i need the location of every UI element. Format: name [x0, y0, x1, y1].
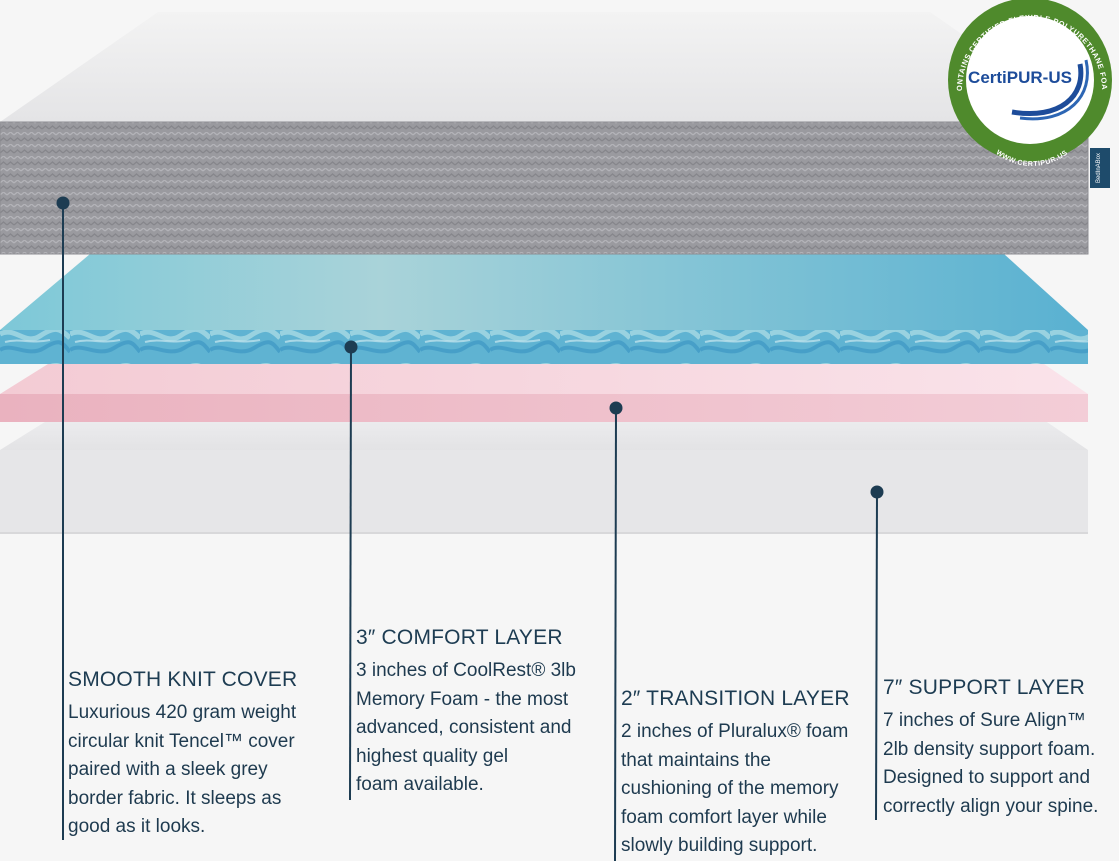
callout-transition-line: foam comfort layer while: [621, 806, 827, 828]
callout-comfort-line: foam available.: [356, 774, 484, 796]
callout-support-line: 2lb density support foam.: [883, 738, 1096, 760]
transition-layer: [0, 364, 1088, 422]
callout-support-line: 7 inches of Sure Align™: [883, 710, 1086, 731]
callout-transition-pointer: [609, 401, 623, 861]
callout-transition-line: cushioning of the memory: [621, 778, 839, 800]
callout-transition-line: 2 inches of Pluralux® foam: [621, 721, 849, 742]
callout-comfort-line: Memory Foam - the most: [356, 688, 569, 710]
callout-comfort-line: highest quality gel: [356, 745, 509, 767]
callout-support-line: Designed to support and: [883, 767, 1091, 789]
callout-support-line: correctly align your spine.: [883, 795, 1099, 817]
cover-layer: [0, 12, 1089, 255]
comfort-layer: [0, 254, 1088, 364]
brand-tag: BedInABox: [1090, 148, 1110, 188]
callout-cover-line: paired with a sleek grey: [68, 759, 268, 781]
callout-comfort: 3″ COMFORT LAYER 3 inches of CoolRest® 3…: [356, 625, 576, 800]
callout-comfort-title: 3″ COMFORT LAYER: [356, 626, 563, 649]
callout-cover-line: Luxurious 420 gram weight: [68, 702, 297, 723]
callout-cover-line: border fabric. It sleeps as: [68, 787, 282, 809]
callout-cover-pointer: [56, 196, 70, 840]
callout-comfort-pointer: [344, 340, 358, 801]
callout-support-pointer: [870, 485, 884, 821]
callout-comfort-line: 3 inches of CoolRest® 3lb: [356, 660, 576, 681]
callout-cover-line: circular knit Tencel™ cover: [68, 730, 295, 752]
callout-support-title: 7″ SUPPORT LAYER: [883, 676, 1086, 699]
callout-comfort-line: advanced, consistent and: [356, 717, 572, 739]
callout-cover: SMOOTH KNIT COVER Luxurious 420 gram wei…: [68, 667, 297, 842]
callout-transition-title: 2″ TRANSITION LAYER: [621, 687, 850, 710]
brand-tag-text: BedInABox: [1096, 153, 1102, 183]
callout-transition-line: slowly building support.: [621, 835, 818, 857]
callout-transition-line: that maintains the: [621, 749, 771, 771]
support-layer: [0, 420, 1088, 534]
callout-support: 7″ SUPPORT LAYER 7 inches of Sure Align™…: [883, 675, 1098, 821]
callout-transition: 2″ TRANSITION LAYER 2 inches of Pluralux…: [621, 686, 850, 861]
badge-brand: CertiPUR-US: [968, 68, 1072, 87]
callout-cover-title: SMOOTH KNIT COVER: [68, 668, 298, 691]
callout-cover-line: good as it looks.: [68, 816, 206, 838]
